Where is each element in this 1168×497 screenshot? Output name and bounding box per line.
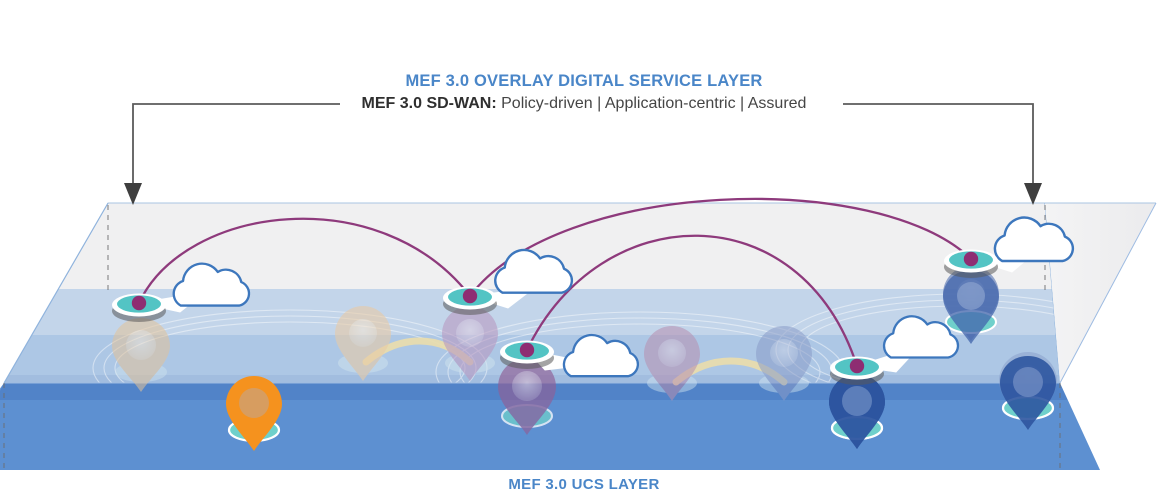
arc-west-to-central bbox=[137, 217, 472, 305]
sdwan-caption: MEF 3.0 SD-WAN: Policy-driven | Applicat… bbox=[0, 95, 1168, 113]
callout-arrows bbox=[124, 103, 1042, 205]
cloud-central-low bbox=[562, 333, 640, 378]
pin-beige-west bbox=[112, 318, 170, 392]
node-far-east bbox=[944, 249, 998, 278]
left-callout-arrow bbox=[132, 103, 340, 185]
pin-navy-fareast bbox=[1000, 356, 1056, 430]
pin-navy-below-east bbox=[829, 374, 885, 449]
node-east bbox=[830, 356, 884, 385]
ucs-layer-title: MEF 3.0 UCS LAYER bbox=[508, 476, 660, 493]
cloud-central bbox=[494, 248, 574, 294]
pin-navy-center bbox=[943, 270, 999, 344]
pin-beige-mid bbox=[335, 306, 391, 381]
pin-mauve-a bbox=[442, 306, 498, 381]
foreground-pins bbox=[226, 270, 1056, 451]
sdwan-caption-attributes: Policy-driven | Application-centric | As… bbox=[496, 95, 807, 112]
overlay-layer-title: MEF 3.0 OVERLAY DIGITAL SERVICE LAYER bbox=[405, 72, 763, 90]
right-callout-arrow bbox=[843, 103, 1034, 185]
left-perspective-wedge bbox=[0, 202, 109, 384]
pin-orange bbox=[226, 376, 282, 451]
cloud-far-east bbox=[993, 216, 1075, 263]
node-central-low bbox=[500, 340, 554, 369]
pin-mauve-b bbox=[498, 358, 556, 435]
node-west bbox=[112, 293, 166, 322]
sdwan-caption-bold: MEF 3.0 SD-WAN: bbox=[361, 95, 497, 112]
pin-mauve-c bbox=[644, 326, 700, 401]
arc-centrallow-to-east bbox=[525, 234, 859, 368]
pin-slate-a bbox=[756, 326, 812, 401]
active-nodes[interactable] bbox=[112, 249, 998, 386]
cloud-east bbox=[882, 315, 960, 359]
cloud-west bbox=[172, 262, 251, 307]
node-central bbox=[443, 286, 497, 315]
